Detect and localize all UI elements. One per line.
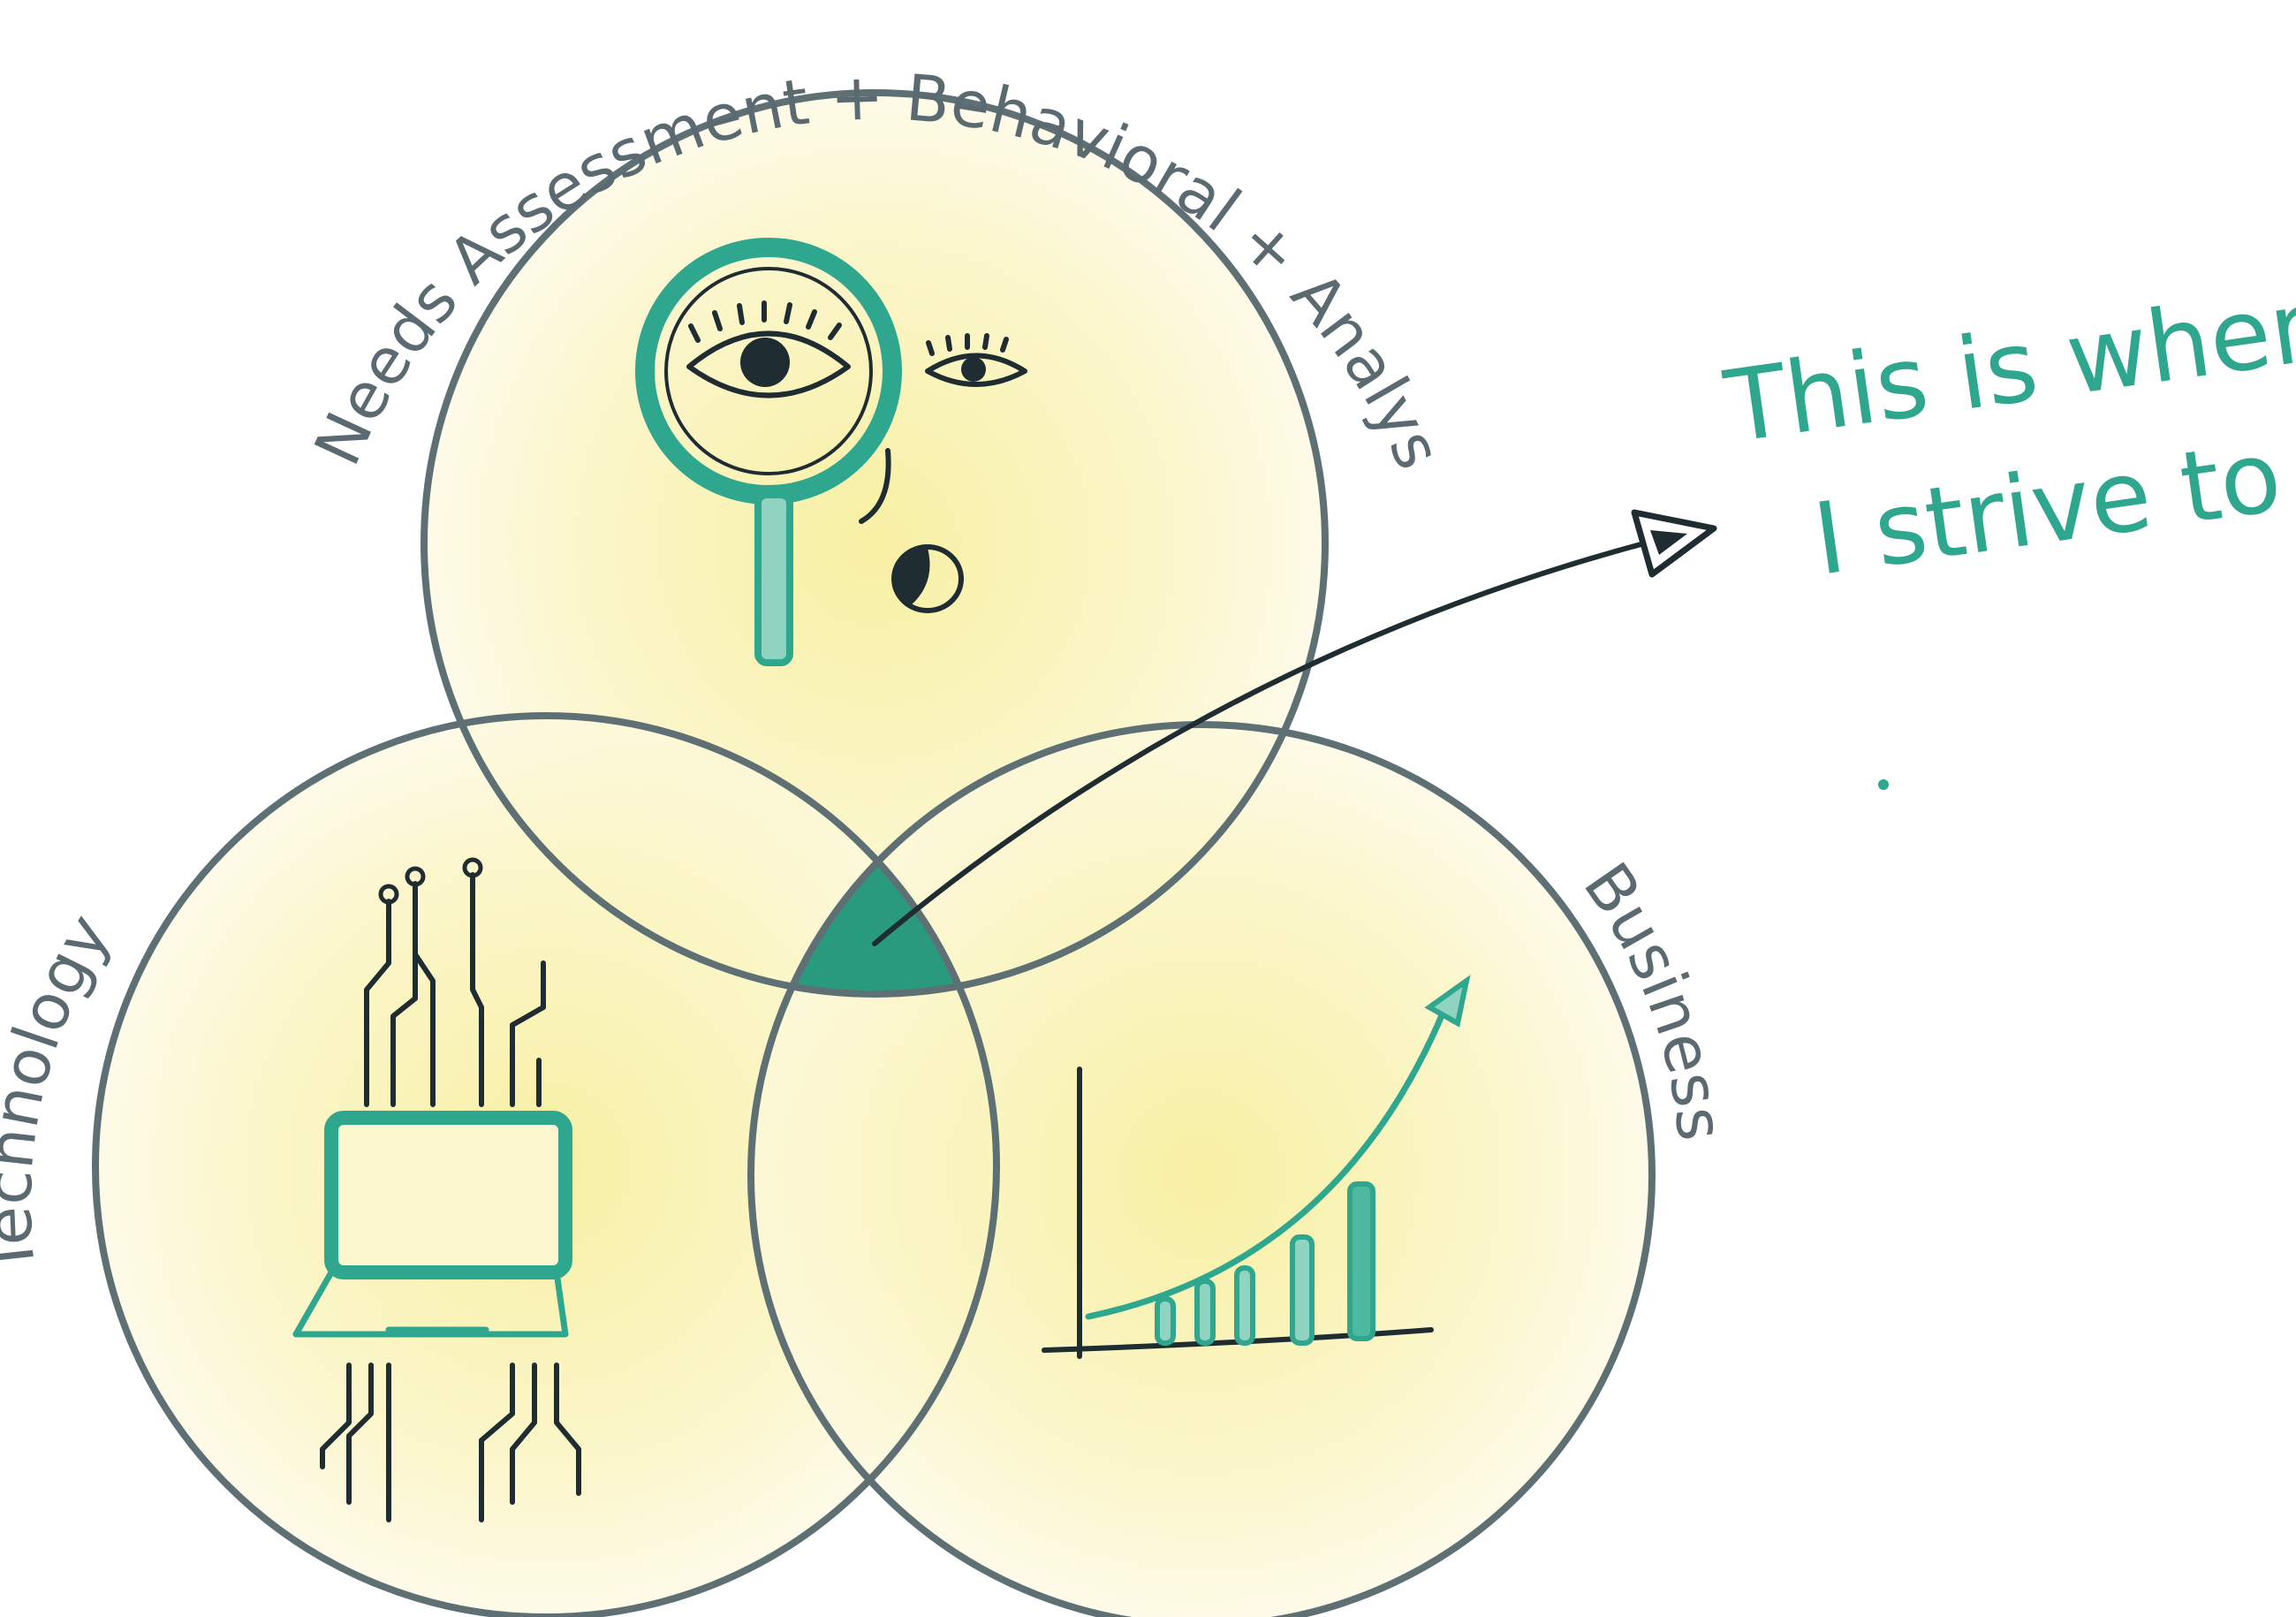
laptop-circuit-icon — [292, 857, 581, 1522]
right-circle — [747, 721, 1656, 1617]
pointer-arrow — [872, 509, 1717, 946]
left-circle — [92, 712, 1000, 1617]
growth-chart-icon — [1042, 975, 1471, 1359]
annotation-dot — [1878, 779, 1889, 790]
right-circle-fill — [751, 725, 1652, 1617]
top-circle — [421, 89, 1329, 998]
magnifier-eye-icon — [635, 238, 1027, 666]
